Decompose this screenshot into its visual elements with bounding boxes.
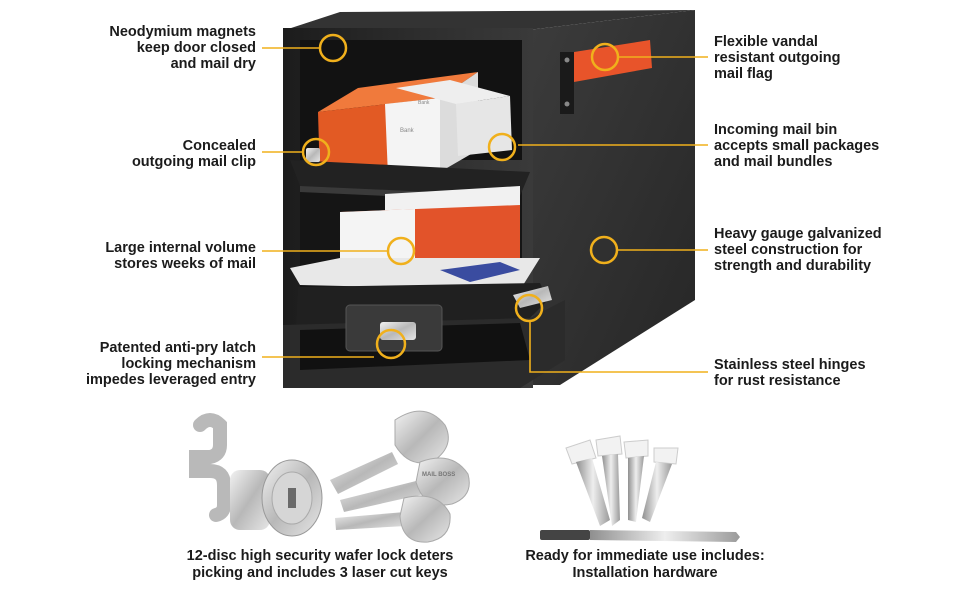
- callout-internal-volume: Large internal volume stores weeks of ma…: [105, 240, 256, 272]
- installation-hardware: [540, 435, 740, 542]
- callout-stainless-hinges: Stainless steel hinges for rust resistan…: [714, 357, 866, 389]
- locking-door: [283, 283, 565, 388]
- packages-upper: Bank Bank: [318, 72, 512, 180]
- callout-steel-construction: Heavy gauge galvanized steel constructio…: [714, 226, 882, 274]
- callout-anti-pry-latch: Patented anti-pry latch locking mechanis…: [85, 340, 256, 388]
- callout-mail-flag: Flexible vandal resistant outgoing mail …: [714, 34, 841, 82]
- leader-lines: [262, 47, 708, 373]
- callout-incoming-bin: Incoming mail bin accepts small packages…: [714, 122, 880, 170]
- caption-lock-keys: 12-disc high security wafer lock deters …: [186, 548, 454, 581]
- packages-lower: [290, 186, 540, 290]
- callout-rings: [301, 33, 620, 360]
- callout-magnets: Neodymium magnets keep door closed and m…: [109, 24, 256, 72]
- box-brand-2: Bank: [418, 100, 430, 106]
- callout-mail-clip: Concealed outgoing mail clip: [131, 138, 256, 170]
- key-brand-label: MAIL BOSS: [422, 472, 455, 478]
- box-brand-1: Bank: [400, 128, 415, 134]
- caption-installation-hardware: Ready for immediate use includes: Instal…: [525, 548, 765, 581]
- lock-and-keys: MAIL BOSS: [189, 410, 470, 543]
